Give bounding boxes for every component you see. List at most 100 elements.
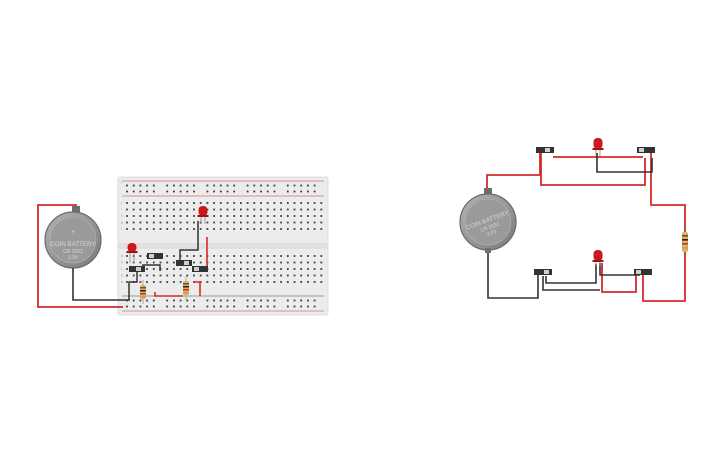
breadboard-hole [132,221,135,224]
breadboard-hole [286,208,289,211]
schematic-wire-battery-negative[interactable] [487,250,539,299]
schematic-wire-bottom-main[interactable] [545,264,597,284]
breadboard-hole [266,190,269,193]
breadboard-hole [253,281,256,283]
schematic-switch-top-left[interactable] [536,147,554,153]
schematic-switch-bottom-left[interactable] [534,269,552,275]
breadboard-row-label: a [121,280,123,284]
breadboard-hole [226,221,229,224]
breadboard-hole [260,202,262,204]
breadboard-hole [253,268,256,270]
breadboard-hole [300,274,303,277]
breadboard-hole [139,261,142,264]
schematic-wire-bottom-led[interactable] [599,263,640,276]
breadboard-hole [320,255,323,257]
breadboard-hole [152,208,155,211]
breadboard-hole [266,202,269,204]
schematic-switch-bottom-right[interactable] [634,269,652,275]
schematic-switch-top-right[interactable] [637,147,655,153]
breadboard-hole [193,228,195,230]
schematic-wire-bottom-right[interactable] [601,263,637,293]
breadboard-hole [273,221,276,224]
battery-positive-wire[interactable] [37,204,123,308]
breadboard-hole [219,305,222,308]
schematic-coin-battery[interactable]: COIN BATTERY CR 2032 3.0V [459,188,517,253]
breadboard-hole [213,215,215,217]
jumper-wire-black-upper[interactable] [179,221,199,262]
breadboard-hole [307,274,309,277]
breadboard-hole [126,305,128,308]
jumper-wire-black-left[interactable] [128,268,138,300]
slide-switch-bb-2[interactable] [176,260,192,266]
breadboard-hole [166,261,169,264]
breadboard-hole [206,281,209,283]
breadboard-row-label: d [121,261,123,265]
breadboard-hole [126,202,128,204]
schematic-wire-bottom-loop[interactable] [542,276,600,291]
breadboard-hole [132,184,135,187]
schematic-resistor[interactable] [682,232,688,252]
breadboard-hole [286,184,289,187]
breadboard-hole [233,281,236,283]
breadboard-hole [166,202,169,204]
schematic-wire-resistor-down[interactable] [642,252,686,302]
battery-negative-wire[interactable] [72,268,130,301]
breadboard-row-label: e [121,254,123,258]
breadboard-hole [179,299,182,302]
breadboard-hole [293,221,296,224]
breadboard-hole [280,215,282,217]
breadboard-hole [213,255,215,257]
breadboard-hole [313,202,316,204]
resistor-bb-right[interactable] [183,276,189,300]
schematic-led-bottom[interactable] [592,250,604,266]
schematic-wire-top-led-left[interactable] [596,153,653,173]
led-breadboard-left[interactable] [126,243,138,263]
slide-switch-bb-4[interactable] [129,266,145,272]
breadboard-hole [233,261,236,264]
resistor-bb-left[interactable] [140,280,146,304]
breadboard-hole [139,299,142,302]
jumper-wire-red-bottom[interactable] [154,292,183,297]
breadboard-hole [219,274,222,277]
jumper-wire-red-right[interactable] [193,281,201,296]
breadboard-hole [320,261,323,264]
breadboard-hole [193,215,195,217]
breadboard-hole [246,202,249,204]
schematic-wire-top-lower[interactable] [540,150,646,186]
coin-battery[interactable]: + COIN BATTERY CR 2032 3.0V [44,206,102,269]
breadboard-hole [173,261,175,264]
breadboard-hole [313,281,316,283]
breadboard-hole [226,228,229,230]
battery-model: CR 2032 [63,249,83,255]
slide-switch-bb-3[interactable] [192,266,208,272]
breadboard-hole [152,305,155,308]
breadboard-hole [152,215,155,217]
breadboard-hole [280,228,282,230]
led-breadboard-right[interactable] [197,206,209,224]
schematic-wire-battery-positive[interactable] [486,150,541,193]
breadboard-hole [173,202,175,204]
breadboard-hole [206,274,209,277]
breadboard-hole [313,190,316,193]
schematic-battery-voltage: 3.0V [486,228,498,237]
breadboard-hole [293,255,296,257]
breadboard-hole [313,261,316,264]
breadboard-hole [240,268,242,270]
schematic-led-top[interactable] [592,138,604,156]
breadboard-hole [166,208,169,211]
breadboard-hole [293,274,296,277]
breadboard-hole [313,255,316,257]
breadboard-hole [152,221,155,224]
breadboard-hole [193,221,195,224]
breadboard-hole [246,268,249,270]
slide-switch-bb-1[interactable] [147,253,163,259]
breadboard-hole [233,208,236,211]
breadboard-hole [186,299,189,302]
breadboard-hole [313,228,316,230]
breadboard-hole [219,268,222,270]
schematic-wire-right-to-resistor[interactable] [650,150,686,232]
breadboard-hole [300,268,303,270]
